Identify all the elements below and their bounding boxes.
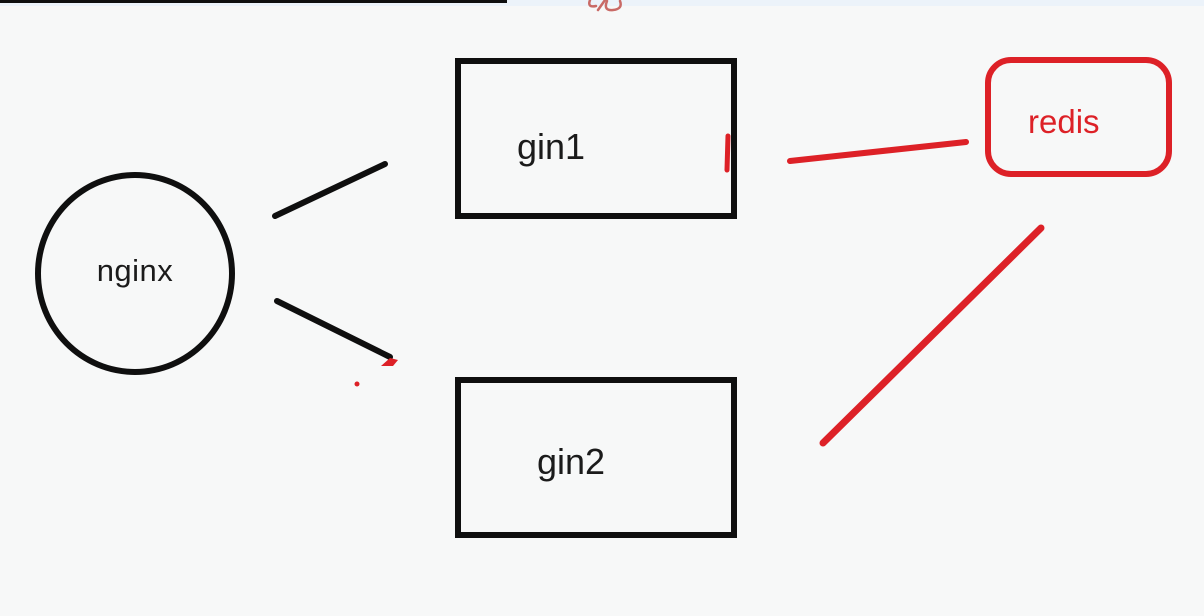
node-gin1-label: gin1 bbox=[517, 126, 586, 167]
stray-red-dot bbox=[354, 381, 360, 387]
edge-nginx-gin2-arrowhead bbox=[381, 358, 398, 366]
node-nginx-label: nginx bbox=[96, 252, 174, 288]
edge-nginx-gin1 bbox=[272, 161, 388, 219]
node-redis: redis bbox=[985, 57, 1172, 177]
edge-gin1-redis bbox=[787, 139, 969, 164]
node-gin2: gin2 bbox=[455, 377, 737, 538]
node-gin1: gin1 bbox=[455, 58, 737, 219]
node-nginx: nginx bbox=[35, 172, 235, 375]
node-gin2-label: gin2 bbox=[537, 441, 606, 482]
edge-gin2-redis bbox=[819, 224, 1045, 447]
top-edge-bar bbox=[0, 0, 507, 3]
edge-nginx-gin2 bbox=[274, 298, 393, 360]
node-redis-label: redis bbox=[1028, 103, 1100, 140]
